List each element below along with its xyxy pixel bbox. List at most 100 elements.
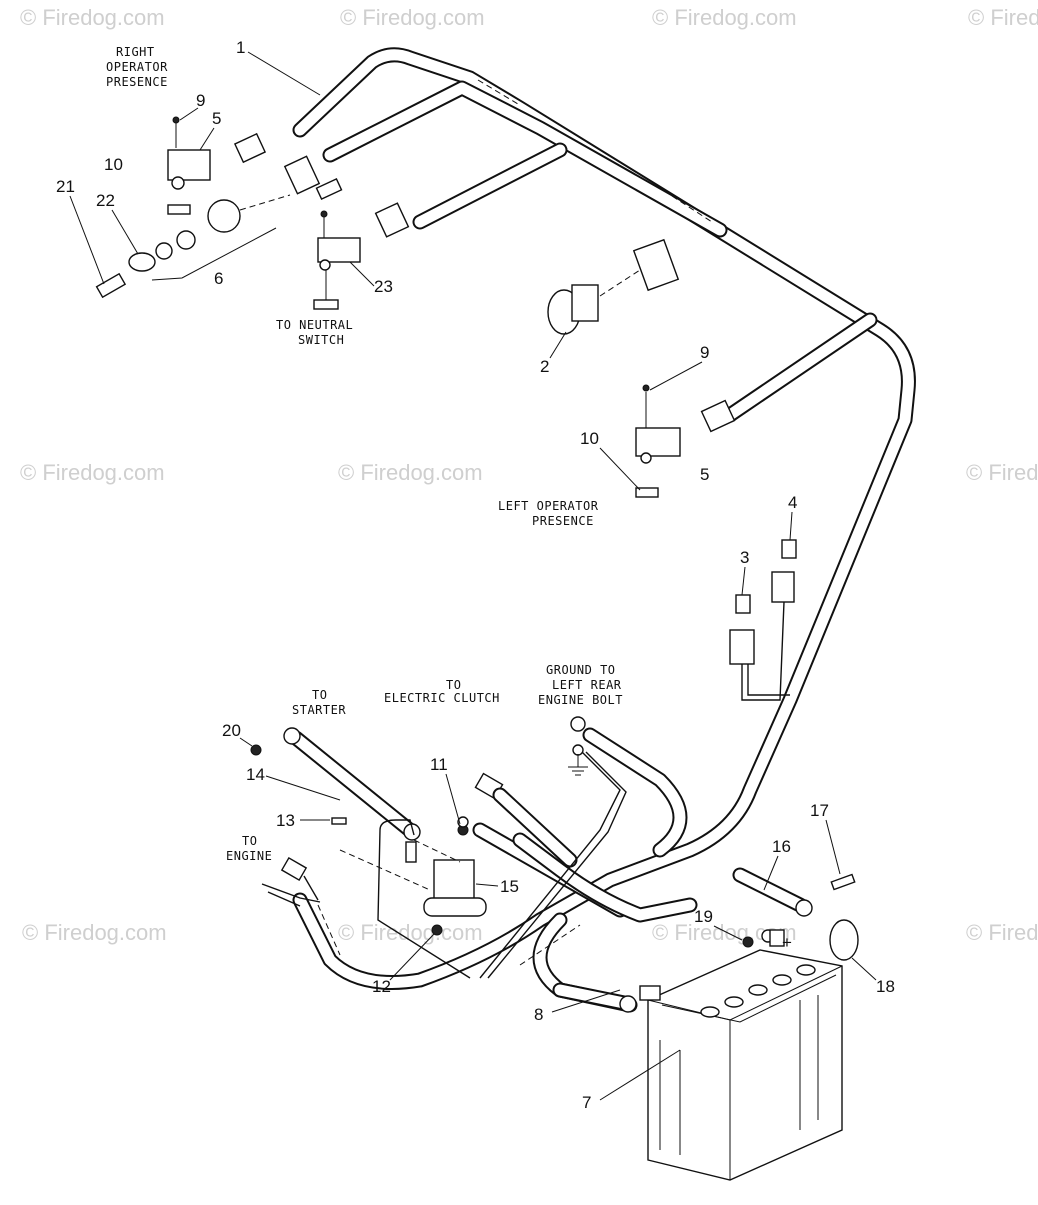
callout-4: 4 bbox=[788, 493, 797, 512]
callout-10-left: 10 bbox=[580, 429, 599, 448]
hour-meter-body bbox=[571, 284, 599, 322]
ground-assembly bbox=[479, 716, 627, 979]
watermark-9: © Firedog.com bbox=[338, 920, 483, 945]
callout-12: 12 bbox=[372, 977, 391, 996]
switch-nut bbox=[176, 230, 196, 250]
label-right-op-2: OPERATOR bbox=[106, 60, 168, 74]
callout-14: 14 bbox=[246, 765, 265, 784]
watermark-8: © Firedog.com bbox=[22, 920, 167, 945]
switch-5-right bbox=[167, 149, 211, 181]
right-switch-assembly bbox=[95, 116, 410, 299]
connector-left-op bbox=[700, 399, 736, 433]
hour-meter-assembly bbox=[547, 238, 680, 335]
battery-positive-post bbox=[769, 929, 785, 947]
text-labels: RIGHT OPERATOR PRESENCE TO NEUTRAL SWITC… bbox=[106, 45, 623, 863]
callout-8: 8 bbox=[534, 1005, 543, 1024]
callout-23: 23 bbox=[374, 277, 393, 296]
watermark-11: © Firedog.com bbox=[966, 920, 1038, 945]
label-left-op-2: PRESENCE bbox=[532, 514, 594, 528]
watermark-7: © Firedog.com bbox=[966, 460, 1038, 485]
callout-21: 21 bbox=[56, 177, 75, 196]
fuse-4 bbox=[781, 539, 797, 559]
bracket-10-right bbox=[167, 204, 191, 215]
label-starter-1: TO bbox=[312, 688, 327, 702]
callout-15: 15 bbox=[500, 877, 519, 896]
label-clutch-1: TO bbox=[446, 678, 461, 692]
watermark-5: © Firedog.com bbox=[20, 460, 165, 485]
battery-negative-post bbox=[639, 985, 661, 1001]
battery-assembly: + bbox=[552, 867, 859, 1181]
engine-plug bbox=[280, 856, 308, 882]
solenoid-assembly bbox=[250, 727, 578, 979]
label-engine-2: ENGINE bbox=[226, 849, 272, 863]
key-21 bbox=[95, 272, 127, 299]
ground-terminal bbox=[570, 716, 586, 732]
callout-10-right: 10 bbox=[104, 155, 123, 174]
callout-11: 11 bbox=[430, 755, 448, 774]
label-ground-3: ENGINE BOLT bbox=[538, 693, 623, 707]
label-clutch-2: ELECTRIC CLUTCH bbox=[384, 691, 500, 705]
label-right-op-1: RIGHT bbox=[116, 45, 155, 59]
nut-12 bbox=[431, 924, 443, 936]
battery-7 bbox=[647, 949, 843, 1181]
label-right-op-3: PRESENCE bbox=[106, 75, 168, 89]
nut-20 bbox=[250, 744, 262, 756]
callout-19: 19 bbox=[694, 907, 713, 926]
callout-3: 3 bbox=[740, 548, 749, 567]
bolt-17 bbox=[830, 873, 856, 891]
bracket-neutral bbox=[313, 299, 339, 310]
switch-plunger bbox=[171, 176, 185, 190]
switch-washer bbox=[155, 242, 173, 260]
connector-right-op bbox=[233, 132, 267, 164]
label-neutral-1: TO NEUTRAL bbox=[276, 318, 353, 332]
connector-neutral bbox=[374, 202, 410, 238]
nut-19 bbox=[742, 936, 754, 948]
label-ground-1: GROUND TO bbox=[546, 663, 616, 677]
callout-2: 2 bbox=[540, 357, 549, 376]
bolt-13 bbox=[331, 817, 347, 825]
callout-20: 20 bbox=[222, 721, 241, 740]
callout-5-right: 5 bbox=[212, 109, 221, 128]
callout-18: 18 bbox=[876, 977, 895, 996]
callout-9-left: 9 bbox=[700, 343, 709, 362]
fuse-3 bbox=[735, 594, 751, 614]
key-knob-22 bbox=[128, 252, 156, 272]
label-ground-2: LEFT REAR bbox=[552, 678, 622, 692]
switch-23 bbox=[317, 237, 361, 263]
fuse-holder bbox=[315, 177, 343, 201]
fuse-holder-4 bbox=[771, 571, 795, 603]
switch-5-left bbox=[635, 427, 681, 457]
label-neutral-2: SWITCH bbox=[298, 333, 344, 347]
battery-plus-mark: + bbox=[782, 933, 792, 952]
label-starter-2: STARTER bbox=[292, 703, 346, 717]
watermark-1: © Firedog.com bbox=[20, 5, 165, 30]
callout-5-left: 5 bbox=[700, 465, 709, 484]
connector-ign bbox=[283, 155, 321, 195]
watermarks: © Firedog.com © Firedog.com © Firedog.co… bbox=[20, 5, 1038, 945]
watermark-4: © Firedog.com bbox=[968, 5, 1038, 30]
neutral-switch-assembly bbox=[313, 210, 361, 310]
label-left-op-1: LEFT OPERATOR bbox=[498, 499, 599, 513]
solenoid-base bbox=[423, 897, 487, 917]
watermark-6: © Firedog.com bbox=[338, 460, 483, 485]
left-switch-assembly bbox=[635, 384, 736, 498]
bracket-10-left bbox=[635, 487, 659, 498]
callout-22: 22 bbox=[96, 191, 115, 210]
ignition-switch bbox=[207, 199, 241, 233]
fuse-holder-3 bbox=[729, 629, 755, 665]
watermark-3: © Firedog.com bbox=[652, 5, 797, 30]
callouts: 1 2 3 4 5 5 6 7 8 9 9 10 10 11 12 13 14 … bbox=[56, 38, 895, 1112]
fuse-assembly bbox=[729, 539, 797, 701]
main-harness bbox=[292, 47, 916, 1013]
callout-7: 7 bbox=[582, 1093, 591, 1112]
label-engine-1: TO bbox=[242, 834, 257, 848]
terminal-cover-18 bbox=[829, 919, 859, 961]
callout-17: 17 bbox=[810, 801, 829, 820]
callout-13: 13 bbox=[276, 811, 295, 830]
solenoid-15 bbox=[433, 859, 475, 905]
watermark-2: © Firedog.com bbox=[340, 5, 485, 30]
callout-9-right: 9 bbox=[196, 91, 205, 110]
connector-hour-meter bbox=[632, 238, 680, 292]
callout-6: 6 bbox=[214, 269, 223, 288]
